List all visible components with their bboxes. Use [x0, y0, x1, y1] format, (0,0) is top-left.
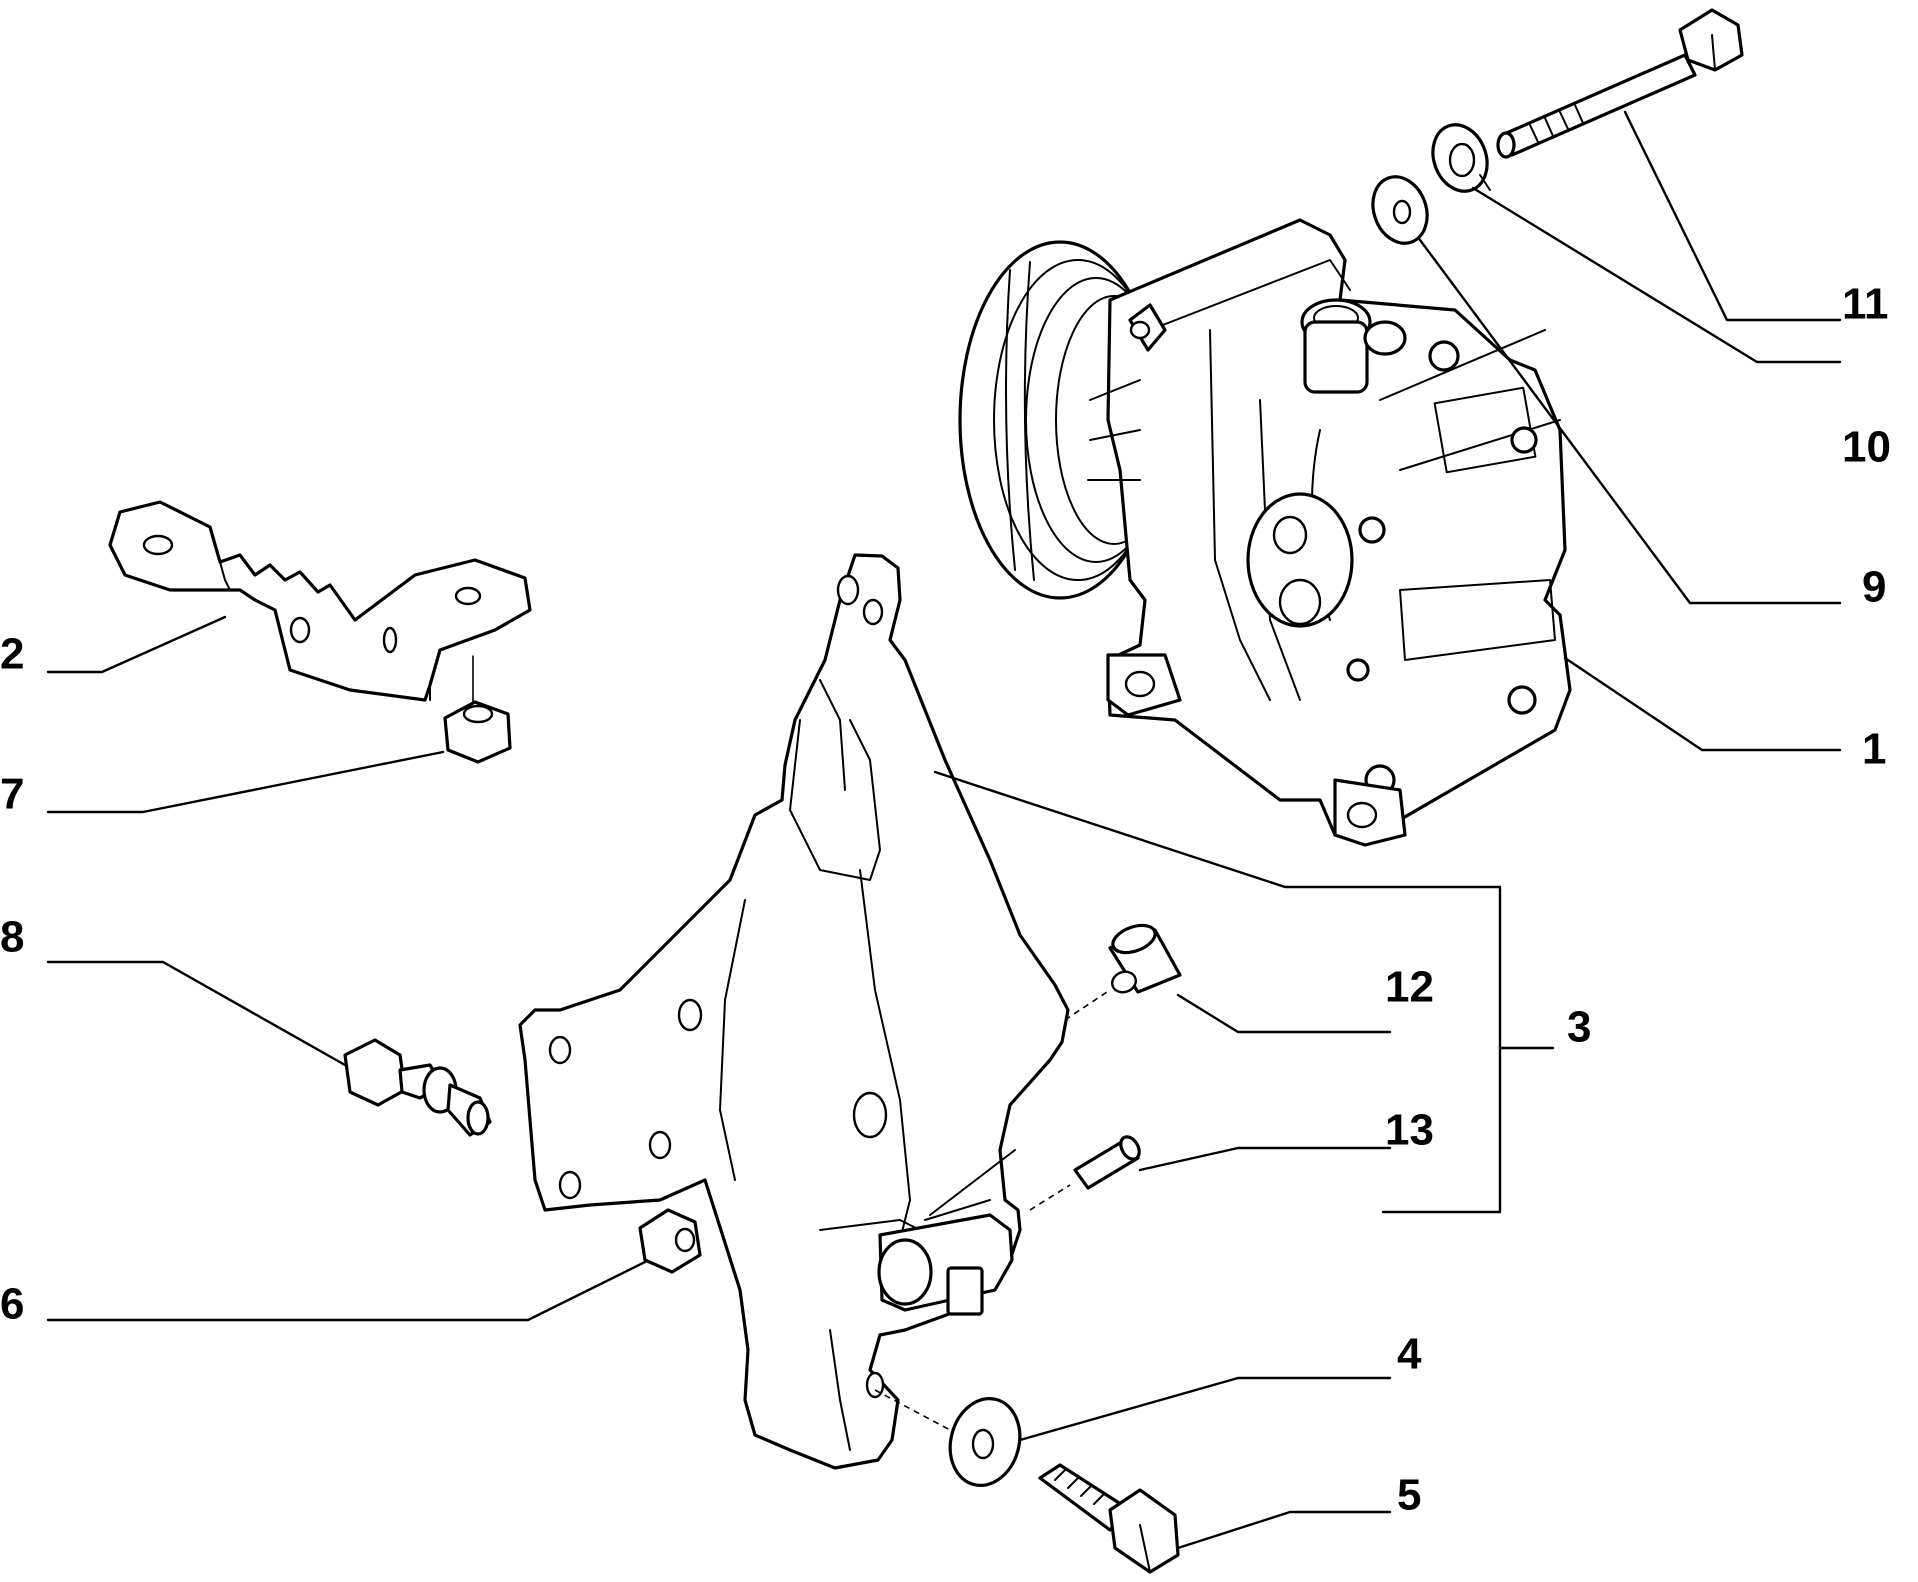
nut-part-6[interactable]	[638, 1208, 702, 1274]
compressor-part[interactable]	[958, 218, 1572, 847]
pin-part-13[interactable]	[1029, 1134, 1143, 1211]
callout-7: 7	[0, 770, 24, 819]
callout-labels: 1 2 3 4 5 6 7 8 9 10 11 12 13	[0, 280, 1891, 1520]
callout-9: 9	[1862, 563, 1886, 612]
nut-part-7[interactable]	[443, 655, 512, 764]
bracket-part[interactable]	[108, 500, 532, 702]
callout-6: 6	[0, 1280, 24, 1329]
callout-8: 8	[0, 913, 24, 962]
callout-3: 3	[1567, 1003, 1591, 1052]
callout-1: 1	[1862, 725, 1886, 774]
bolt-part-5[interactable]	[1038, 1463, 1180, 1574]
washer-part-9[interactable]	[1364, 169, 1436, 251]
bushing-part-12[interactable]	[1064, 920, 1182, 1021]
callout-12: 12	[1385, 963, 1434, 1012]
callout-2: 2	[0, 630, 24, 679]
callout-11: 11	[1842, 280, 1889, 329]
spring-washer-part-10[interactable]	[1424, 117, 1496, 199]
callout-10: 10	[1842, 423, 1891, 472]
stud-bolt-part-8[interactable]	[343, 1038, 492, 1137]
washer-part-4[interactable]	[874, 1389, 1029, 1493]
bolt-part-11[interactable]	[1496, 8, 1744, 159]
callout-13: 13	[1385, 1106, 1434, 1155]
leader-lines	[46, 110, 1842, 1550]
callout-5: 5	[1397, 1471, 1421, 1520]
support-bracket-part[interactable]	[518, 553, 1070, 1470]
callout-4: 4	[1397, 1330, 1422, 1379]
